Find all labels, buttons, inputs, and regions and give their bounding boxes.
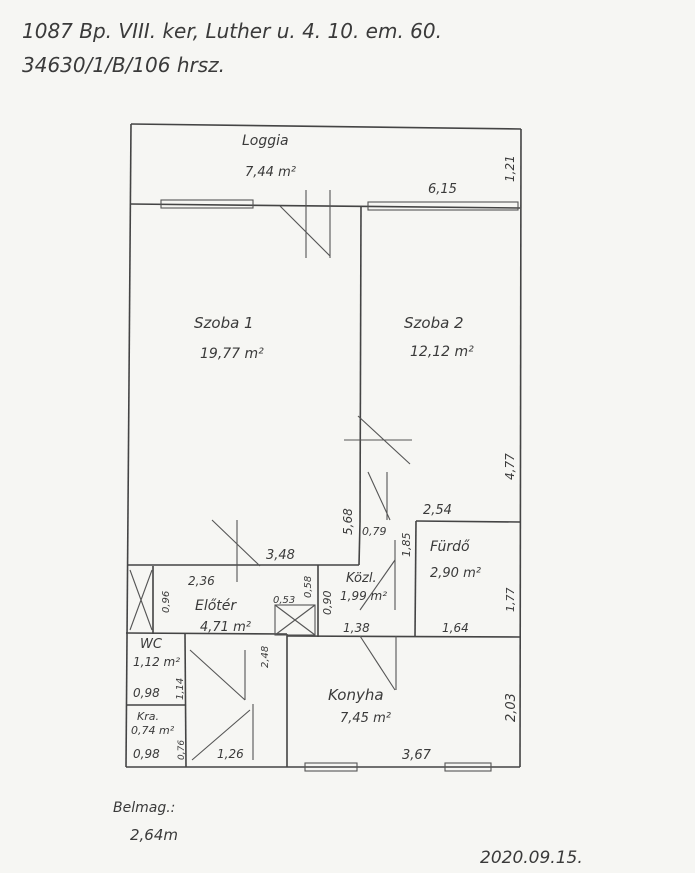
- drawing-date: 2020.09.15.: [480, 848, 583, 868]
- room-name-konyha: Konyha: [328, 686, 384, 704]
- room-area-szoba1: 19,77 m²: [200, 346, 264, 362]
- dimension-079: 0,79: [362, 525, 387, 538]
- dimension-076: 0,76: [177, 740, 187, 760]
- windows: [160, 199, 519, 772]
- dimension-121: 1,21: [503, 155, 517, 182]
- dimension-248: 2,48: [260, 646, 271, 668]
- room-name-wc: WC: [140, 637, 163, 652]
- exterior-walls: [125, 123, 522, 768]
- address-line: 1087 Bp. VIII. ker, Luther u. 4. 10. em.…: [22, 19, 442, 43]
- dimension-477: 4,77: [503, 453, 517, 480]
- ceiling-height-value: 2,64m: [130, 826, 178, 844]
- dimension-348: 3,48: [266, 548, 295, 563]
- room-name-eloter: Előtér: [195, 598, 237, 614]
- dimension-164: 1,64: [442, 621, 469, 635]
- dimension-367: 3,67: [402, 748, 432, 763]
- dimension-126: 1,26: [217, 747, 244, 761]
- dimension-114: 1,14: [175, 678, 186, 700]
- dimension-254: 2,54: [423, 503, 452, 518]
- room-name-szoba2: Szoba 2: [404, 314, 464, 332]
- room-name-furdo: Fürdő: [430, 539, 470, 555]
- dimension-058: 0,58: [303, 576, 314, 598]
- ceiling-height-label: Belmag.:: [113, 800, 175, 816]
- room-name-szoba1: Szoba 1: [194, 314, 254, 332]
- parcel-line: 34630/1/B/106 hrsz.: [22, 53, 225, 77]
- dimension-090: 0,90: [321, 591, 334, 616]
- dimension-177: 1,77: [504, 588, 517, 613]
- interior-walls: [125, 203, 521, 768]
- dimension-098-kamra: 0,98: [133, 747, 160, 761]
- room-name-kozl: Közl.: [346, 571, 377, 586]
- room-area-loggia: 7,44 m²: [245, 165, 296, 180]
- doors: [129, 190, 412, 761]
- room-area-eloter: 4,71 m²: [200, 620, 251, 635]
- dimension-053: 0,53: [273, 595, 295, 606]
- dimension-615: 6,15: [428, 182, 457, 197]
- dimension-568: 5,68: [341, 508, 355, 535]
- room-name-kamra: Kra.: [137, 710, 159, 723]
- room-name-loggia: Loggia: [242, 133, 289, 149]
- room-area-furdo: 2,90 m²: [430, 566, 481, 581]
- room-area-konyha: 7,45 m²: [340, 711, 391, 726]
- dimension-096: 0,96: [161, 591, 172, 613]
- room-area-wc: 1,12 m²: [133, 655, 180, 669]
- dimension-138: 1,38: [343, 621, 370, 635]
- room-area-kamra: 0,74 m²: [131, 724, 175, 737]
- dimension-098-wc: 0,98: [133, 686, 160, 700]
- room-area-szoba2: 12,12 m²: [410, 344, 474, 360]
- room-area-kozl: 1,99 m²: [340, 589, 387, 603]
- dimension-185: 1,85: [400, 533, 413, 558]
- dimension-236: 2,36: [188, 574, 215, 588]
- dimension-203: 2,03: [504, 693, 519, 722]
